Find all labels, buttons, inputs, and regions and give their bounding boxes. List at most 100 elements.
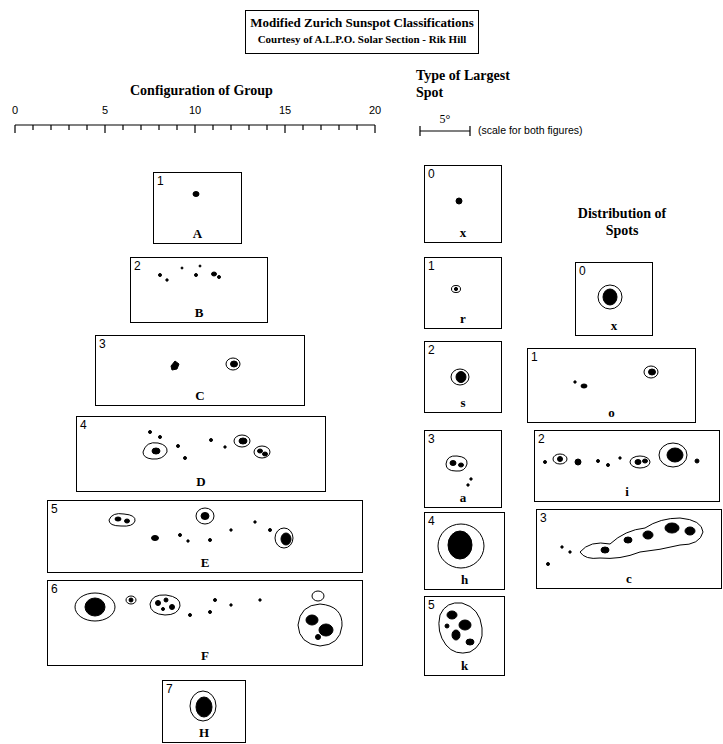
class-number: 3 <box>540 511 547 525</box>
section-heading: Distribution of Spots <box>572 205 672 239</box>
sunspot <box>231 361 238 367</box>
class-number: 2 <box>428 343 435 357</box>
sunspot <box>624 537 632 543</box>
scale-label: 5° <box>432 112 458 126</box>
scale-number: 0 <box>5 104 25 117</box>
class-number: 6 <box>51 582 58 596</box>
sunspot <box>466 639 474 645</box>
sunspot <box>152 448 160 454</box>
sunspot <box>126 596 136 604</box>
sunspot <box>316 635 321 640</box>
sunspot <box>649 369 656 375</box>
class-letter: A <box>154 226 241 241</box>
spot-type-box: 3a <box>424 430 502 508</box>
sunspot <box>452 286 461 293</box>
class-letter: i <box>535 484 719 499</box>
sunspot <box>603 289 617 305</box>
sunspot <box>195 274 198 277</box>
sunspot <box>659 443 687 467</box>
spot-type-box: 0x <box>424 165 502 243</box>
sunspot <box>152 536 159 541</box>
sunspot <box>553 454 567 464</box>
sunspot <box>187 540 189 542</box>
sunspot <box>199 265 201 267</box>
sunspot <box>544 461 547 464</box>
sunspot <box>685 527 695 535</box>
class-letter: h <box>425 572 504 587</box>
sunspot <box>547 563 550 566</box>
degree-scale <box>420 126 470 136</box>
sunspot <box>234 435 250 447</box>
sunspot <box>450 461 456 466</box>
distribution-box: 2i <box>534 430 720 502</box>
sunspot <box>438 524 484 568</box>
class-letter: E <box>48 555 362 570</box>
sunspot <box>179 534 182 537</box>
group-class-box: 7H <box>162 680 246 743</box>
class-letter: x <box>425 225 501 240</box>
credit-text: Courtesy of A.L.P.O. Solar Section - Rik… <box>246 32 478 47</box>
distribution-box: 3c <box>536 509 722 589</box>
sunspot <box>312 591 324 601</box>
sunspot <box>644 366 658 378</box>
class-letter: H <box>163 725 245 740</box>
sunspot <box>619 457 621 459</box>
sunspot <box>150 595 180 615</box>
class-number: 1 <box>157 174 164 188</box>
sunspot <box>281 533 291 545</box>
class-number: 2 <box>538 432 545 446</box>
group-class-box: 3C <box>95 335 305 406</box>
sunspot <box>159 436 162 439</box>
sunspot <box>470 478 472 480</box>
class-number: 4 <box>428 514 435 528</box>
class-letter: B <box>131 305 267 320</box>
class-letter: C <box>96 388 304 403</box>
sunspot <box>269 529 272 532</box>
sunspot <box>630 456 650 468</box>
sunspot <box>601 547 609 553</box>
sunspot <box>667 448 683 462</box>
scale-note: (scale for both figures) <box>478 124 638 137</box>
class-letter: F <box>48 648 362 663</box>
spot-type-box: 5k <box>424 596 505 676</box>
scale-number: 20 <box>365 104 385 117</box>
class-letter: k <box>425 658 504 673</box>
sunspot <box>451 369 469 385</box>
group-class-box: 1A <box>153 172 242 244</box>
scale-number: 5 <box>95 104 115 117</box>
sunspot <box>75 593 115 621</box>
sunspot <box>218 276 221 279</box>
class-number: 2 <box>134 259 141 273</box>
sunspot <box>184 457 187 460</box>
sunspot <box>306 615 318 625</box>
sunspot <box>190 691 216 721</box>
sunspot <box>164 598 168 602</box>
sunspot <box>298 604 342 646</box>
sunspot <box>115 517 121 521</box>
sunspot <box>665 523 679 533</box>
class-number: 5 <box>428 598 435 612</box>
group-class-box: 4D <box>76 416 326 492</box>
spot-type-box: 2s <box>424 341 502 413</box>
sunspot <box>635 460 641 465</box>
sunspot <box>574 381 576 383</box>
sunspot <box>209 611 212 614</box>
sunspot <box>177 445 180 448</box>
sunspot <box>149 431 152 434</box>
class-number: 5 <box>51 502 58 516</box>
sunspot <box>569 551 571 553</box>
sunspot <box>445 624 449 628</box>
sunspot <box>259 599 261 601</box>
class-letter: r <box>425 311 501 326</box>
group-class-box: 5E <box>47 500 363 573</box>
section-heading: Configuration of Group <box>130 82 300 99</box>
sunspot <box>181 267 183 269</box>
class-letter: o <box>528 405 695 420</box>
sunspot <box>258 449 263 453</box>
sunspot <box>447 611 457 619</box>
sunspot <box>230 529 232 531</box>
sunspot <box>212 272 217 276</box>
sunspot <box>459 463 464 467</box>
